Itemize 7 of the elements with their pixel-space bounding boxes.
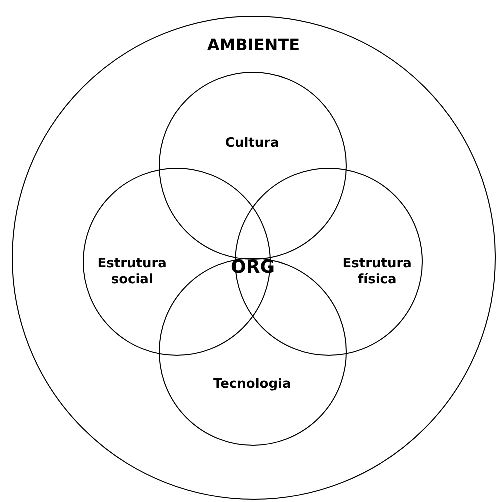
circle-label: Estrutura física bbox=[342, 256, 413, 288]
circle-label: Estrutura social bbox=[96, 256, 168, 288]
circle-label: Cultura bbox=[224, 136, 280, 152]
circle bbox=[158, 72, 347, 260]
circle bbox=[12, 16, 496, 500]
circle-label: Tecnologia bbox=[212, 378, 292, 394]
circle-label: AMBIENTE bbox=[206, 35, 301, 54]
